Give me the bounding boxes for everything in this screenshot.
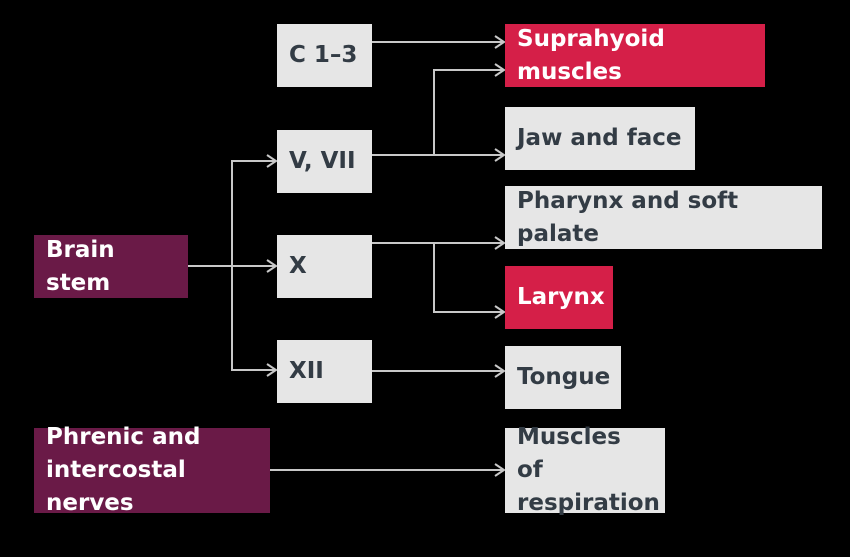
arrowhead — [266, 363, 278, 377]
target-pharynx-box: Pharynx and soft palate — [505, 186, 822, 249]
phrenic-intercostal-box: Phrenic and intercostal nerves — [34, 424, 270, 516]
arrowhead — [266, 154, 278, 168]
target-tongue-label: Tongue — [517, 364, 611, 390]
nerve-x-label: X — [289, 253, 307, 279]
arrowhead — [494, 364, 506, 378]
nerve-c13-box: C 1–3 — [277, 24, 372, 87]
target-larynx-label: Larynx — [517, 284, 605, 310]
nerve-v-vii-label: V, VII — [289, 148, 356, 174]
target-pharynx-label: Pharynx and soft palate — [517, 187, 739, 247]
target-tongue-box: Tongue — [505, 346, 621, 409]
target-larynx-box: Larynx — [505, 266, 613, 329]
arrowhead — [494, 305, 506, 319]
phrenic-label-line2: intercostal nerves — [46, 457, 186, 516]
nerve-x-box: X — [277, 235, 372, 298]
target-suprahyoid-label: Suprahyoid muscles — [517, 25, 665, 85]
arrowhead — [494, 463, 506, 477]
arrowhead — [494, 63, 506, 77]
nerve-c13-label: C 1–3 — [289, 42, 358, 68]
arrowhead — [494, 236, 506, 250]
nerve-xii-box: XII — [277, 340, 372, 403]
vvii-to-suprahyoid-line — [433, 69, 504, 155]
target-jaw-face-box: Jaw and face — [505, 107, 695, 170]
target-respiration-line2: respiration — [517, 490, 660, 516]
target-respiration-box: Muscles of respiration — [505, 424, 665, 516]
brain-stem-label: Brain stem — [46, 236, 115, 296]
brainstem-branch-bus — [231, 160, 276, 371]
nerve-v-vii-box: V, VII — [277, 130, 372, 193]
target-suprahyoid-box: Suprahyoid muscles — [505, 24, 765, 87]
arrowhead — [494, 35, 506, 49]
brain-stem-box: Brain stem — [34, 235, 188, 298]
target-respiration-line1: Muscles of — [517, 424, 621, 483]
phrenic-label-line1: Phrenic and — [46, 424, 201, 450]
arrowhead — [266, 259, 278, 273]
nerve-xii-label: XII — [289, 358, 324, 384]
target-jaw-face-label: Jaw and face — [517, 125, 682, 151]
arrowhead — [494, 148, 506, 162]
x-to-larynx-line — [433, 243, 504, 313]
